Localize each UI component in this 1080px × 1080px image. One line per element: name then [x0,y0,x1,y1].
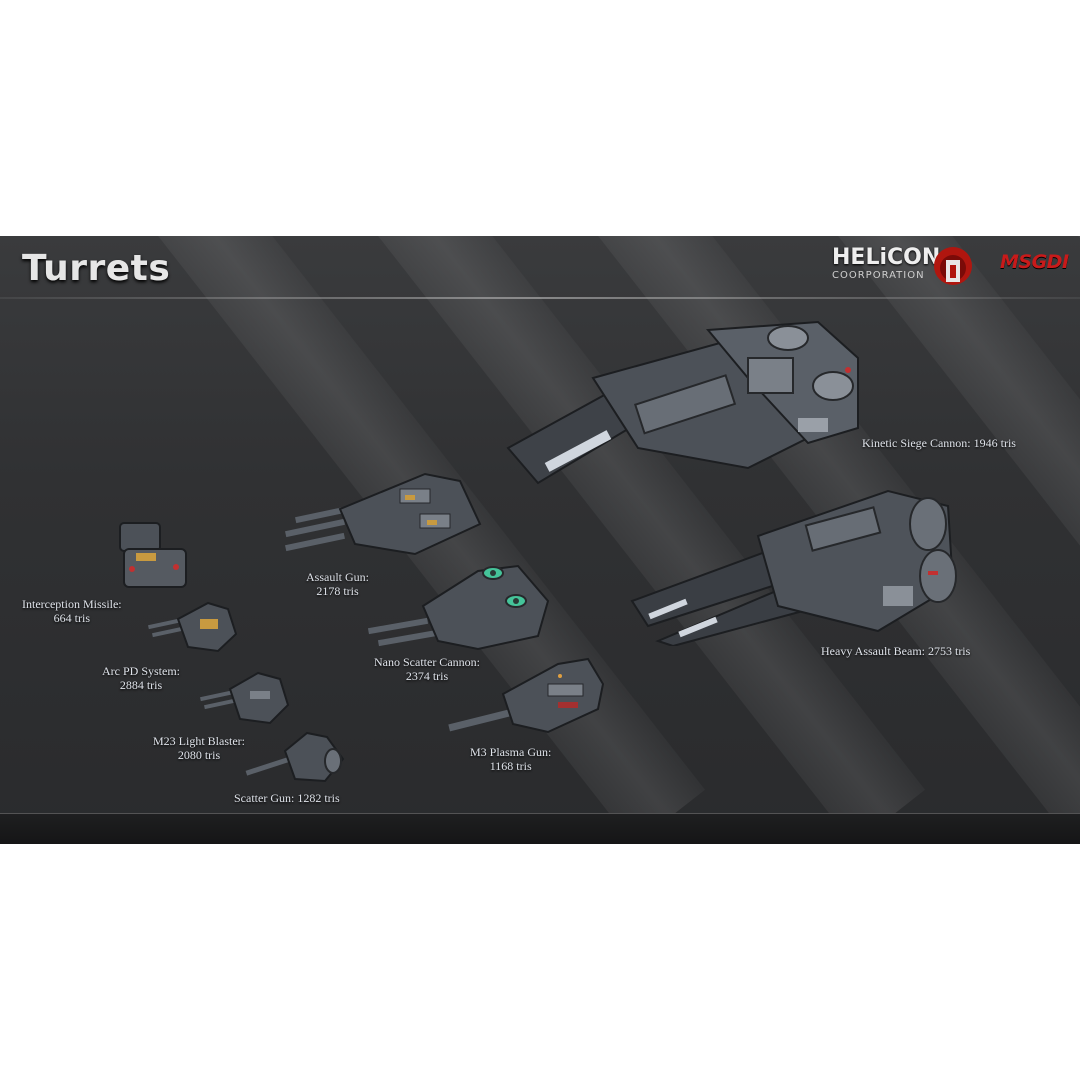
turret-tris: 2374 tris [405,669,449,683]
m23-light-blaster-model [200,671,290,725]
turret-tris: 2884 tris [119,678,163,692]
helicon-logo-icon [934,247,972,285]
turret-label-nano-scatter-cannon: Nano Scatter Cannon: 2374 tris [374,655,480,683]
arc-pd-system-model [148,601,238,653]
brand-subtitle: COORPORATION [832,270,925,281]
turret-label-heavy-assault-beam: Heavy Assault Beam: 2753 tris [821,644,971,658]
interception-missile-model [119,522,187,588]
showcase-banner: Turrets HELiCON COORPORATION MSGDI Kinet… [0,236,1080,844]
assault-gun-model [285,472,482,556]
page-title: Turrets [22,248,171,289]
m3-plasma-gun-model [448,657,605,734]
turret-tris: 2080 tris [177,748,221,762]
turret-label-arc-pd-system: Arc PD System: 2884 tris [102,664,180,692]
turret-tris: 664 tris [53,611,90,625]
publisher-logo: MSGDI [1000,251,1069,273]
header-divider [0,297,1080,299]
turret-tris: 2178 tris [316,584,359,598]
scatter-gun-model [245,731,345,783]
nano-scatter-cannon-model [368,564,550,651]
turret-label-m3-plasma-gun: M3 Plasma Gun: 1168 tris [470,745,551,773]
turret-name: Interception Missile: [22,597,122,611]
turret-tris: 1168 tris [489,759,532,773]
helicon-brand: HELiCON COORPORATION [832,245,941,282]
kinetic-siege-cannon-model [506,320,859,485]
turret-label-m23-light-blaster: M23 Light Blaster: 2080 tris [153,734,245,762]
bottom-bar [0,813,1080,844]
turret-name: Assault Gun: [306,570,369,584]
turret-name: M3 Plasma Gun: [470,745,552,759]
turret-name: Arc PD System: [102,664,180,678]
heavy-assault-beam-model [630,489,957,646]
turret-name: Nano Scatter Cannon: [374,655,480,669]
turret-label-assault-gun: Assault Gun: 2178 tris [306,570,369,598]
turret-label-kinetic-siege-cannon: Kinetic Siege Cannon: 1946 tris [862,436,1016,450]
brand-name: HELiCON [832,245,941,270]
turret-name: M23 Light Blaster: [153,734,245,748]
turret-label-interception-missile: Interception Missile: 664 tris [22,597,122,625]
turret-label-scatter-gun: Scatter Gun: 1282 tris [234,791,340,805]
